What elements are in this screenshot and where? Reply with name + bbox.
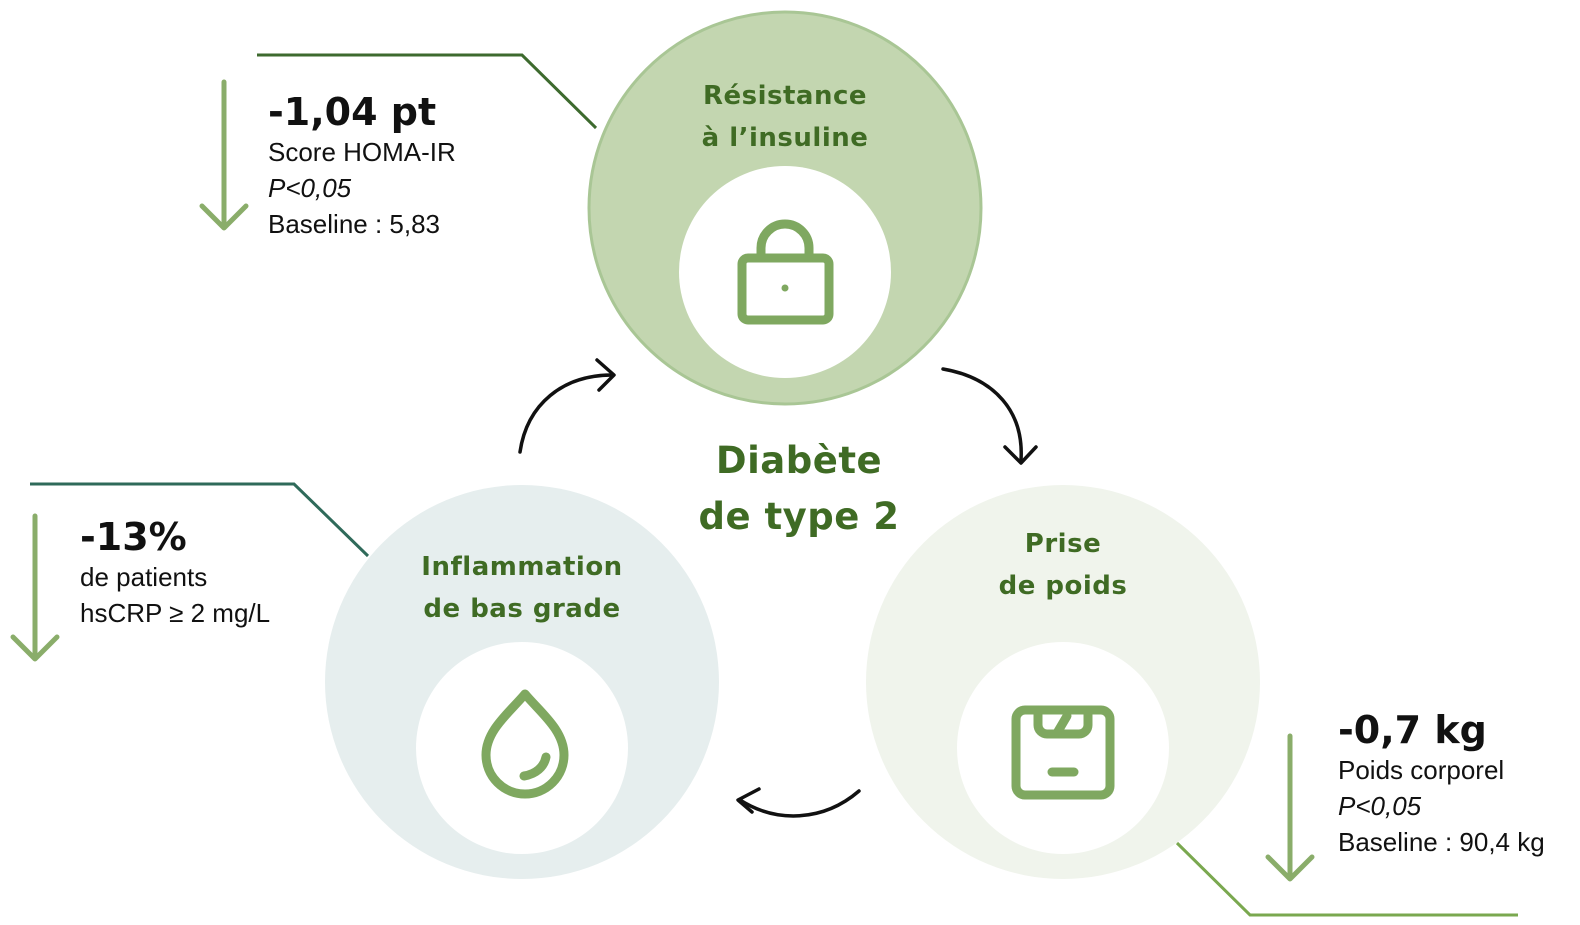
stat-crp-value: -13% — [80, 515, 187, 559]
stat-crp: -13% de patients hsCRP ≥ 2 mg/L — [80, 515, 270, 631]
insulin-resistance-title-line1: Résistance — [702, 81, 868, 111]
weight-gain-title: Prise de poids — [933, 523, 1193, 607]
insulin-resistance-title: Résistance à l’insuline — [655, 75, 915, 159]
inflammation-title: Inflammation de bas grade — [377, 546, 667, 630]
down-arrow-homa — [199, 79, 249, 231]
scale-icon — [1011, 705, 1115, 800]
stat-homa-baseline: Baseline : 5,83 — [268, 209, 441, 239]
stat-homa: -1,04 pt Score HOMA-IR P<0,05 Baseline :… — [268, 90, 456, 242]
stat-weight-label: Poids corporel — [1338, 755, 1505, 785]
cycle-arrow-top-right — [941, 367, 1038, 465]
leader-line-insulin — [257, 53, 598, 130]
stat-weight-baseline: Baseline : 90,4 kg — [1338, 827, 1545, 857]
weight-gain-title-line1: Prise — [1024, 529, 1102, 559]
drop-icon — [481, 689, 569, 799]
cycle-arrow-left — [518, 358, 616, 454]
insulin-resistance-inner-circle — [679, 166, 891, 378]
center-title: Diabète de type 2 — [659, 433, 939, 545]
leader-line-inflammation — [30, 482, 370, 558]
center-title-line1: Diabète — [715, 439, 883, 482]
inflammation-title-line2: de bas grade — [423, 594, 621, 624]
weight-gain-title-line2: de poids — [998, 571, 1128, 601]
stat-homa-pvalue: P<0,05 — [268, 173, 352, 203]
stat-weight-pvalue: P<0,05 — [1338, 791, 1422, 821]
stat-homa-label: Score HOMA-IR — [268, 137, 456, 167]
stat-homa-value: -1,04 pt — [268, 90, 437, 134]
center-title-line2: de type 2 — [698, 495, 900, 538]
down-arrow-crp — [10, 513, 60, 662]
insulin-resistance-title-line2: à l’insuline — [701, 123, 869, 153]
inflammation-title-line1: Inflammation — [421, 552, 623, 582]
leader-line-weight — [1175, 841, 1518, 917]
stat-crp-label: de patients — [80, 562, 208, 592]
stat-crp-criterion: hsCRP ≥ 2 mg/L — [80, 598, 271, 628]
inflammation-inner-circle — [416, 642, 628, 854]
lock-icon — [737, 219, 834, 325]
cycle-arrow-bottom — [736, 787, 861, 818]
weight-gain-inner-circle — [957, 642, 1169, 854]
stat-weight: -0,7 kg Poids corporel P<0,05 Baseline :… — [1338, 708, 1545, 860]
stat-weight-value: -0,7 kg — [1338, 708, 1487, 752]
down-arrow-weight — [1265, 733, 1315, 882]
